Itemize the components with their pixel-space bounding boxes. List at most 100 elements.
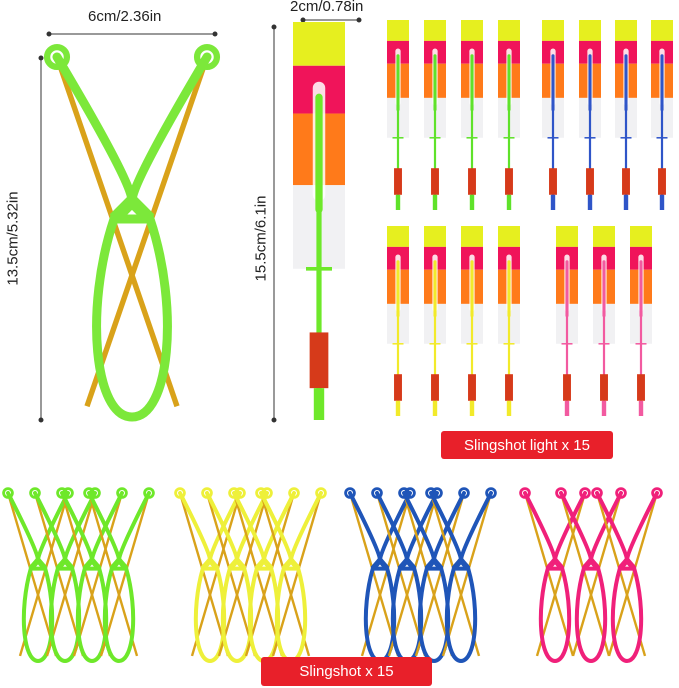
- hook-icon: [201, 487, 213, 499]
- copter: [651, 20, 673, 210]
- slingshot: [398, 487, 470, 664]
- copter-blade-segment: [461, 20, 483, 41]
- copter-blade-segment: [498, 20, 520, 41]
- slingshot: [83, 487, 155, 664]
- slingshot-handle: [48, 566, 82, 664]
- hook-icon: [43, 43, 71, 71]
- rubber-band: [45, 492, 97, 657]
- rubber-band: [375, 492, 427, 657]
- rubber-band: [33, 492, 85, 657]
- slingshot-handle: [363, 566, 397, 664]
- slingshot: [591, 487, 663, 664]
- copter-tag: [549, 168, 557, 195]
- rubber-band: [414, 492, 466, 657]
- copter: [293, 22, 345, 420]
- slingshot-handle: [21, 566, 55, 664]
- copter: [387, 20, 409, 210]
- copter-blade-segment: [651, 20, 673, 41]
- slingshot-handle: [444, 566, 478, 664]
- hook-icon: [651, 487, 663, 499]
- hook-icon: [555, 487, 567, 499]
- copter-tag: [468, 168, 476, 195]
- copter-height-label: 15.5cm/6.1in: [252, 195, 270, 282]
- copter-blade-segment: [630, 226, 652, 247]
- rubber-band: [72, 492, 124, 657]
- copter-tag: [431, 168, 439, 195]
- slingshot-height-label: 13.5cm/5.32in: [4, 191, 22, 286]
- rubber-band: [348, 492, 400, 657]
- slingshot-handle: [538, 566, 572, 664]
- rubber-band: [60, 492, 112, 657]
- rubber-band: [387, 492, 439, 657]
- rubber-band: [360, 492, 412, 657]
- main-slingshot: [43, 43, 221, 422]
- slingshot: [228, 487, 300, 664]
- copter-blade-segment: [293, 22, 345, 66]
- slingshot-width-label: 6cm/2.36in: [88, 8, 162, 25]
- hook-icon: [143, 487, 155, 499]
- copter-blade-segment: [387, 20, 409, 41]
- rubber-band: [18, 492, 70, 657]
- rubber-band: [99, 492, 151, 657]
- hook-icon: [83, 487, 95, 499]
- slingshot-groups: [2, 487, 663, 664]
- copter: [579, 20, 601, 210]
- slingshot-handle: [220, 566, 254, 664]
- copter-tag: [309, 332, 329, 389]
- rubber-band: [190, 492, 242, 657]
- copter-tag: [505, 168, 513, 195]
- slingshot-handle: [247, 566, 281, 664]
- copter-blade-segment: [461, 226, 483, 247]
- copter-tag: [586, 168, 594, 195]
- slingshot-handle: [610, 566, 644, 664]
- copter: [424, 226, 446, 416]
- slingshot-handle: [75, 566, 109, 664]
- copter-tag: [394, 374, 402, 401]
- slingshot: [29, 487, 101, 664]
- slingshot-handle: [193, 566, 227, 664]
- slingshot: [519, 487, 591, 664]
- rubber-band: [205, 492, 257, 657]
- copter-blade-segment: [556, 226, 578, 247]
- slingshot-handle: [102, 566, 136, 664]
- main-copter: [293, 22, 345, 420]
- slingshot-handle: [574, 566, 608, 664]
- slingshot-light-badge: Slingshot light x 15: [441, 431, 613, 459]
- copter: [461, 20, 483, 210]
- rubber-band: [178, 492, 230, 657]
- slingshot-handle: [92, 214, 172, 422]
- hook-icon: [458, 487, 470, 499]
- rubber-band: [571, 492, 623, 657]
- hook-icon: [116, 487, 128, 499]
- copter-blade-segment: [579, 20, 601, 41]
- copter: [498, 20, 520, 210]
- rubber-band: [87, 492, 139, 657]
- rubber-band: [259, 492, 311, 657]
- copter-blade-segment: [387, 226, 409, 247]
- hook-icon: [519, 487, 531, 499]
- slingshot: [425, 487, 497, 664]
- hook-icon: [344, 487, 356, 499]
- copter-tag: [563, 374, 571, 401]
- copter: [556, 226, 578, 416]
- rubber-band: [523, 492, 575, 657]
- copter-tag: [394, 168, 402, 195]
- copter-grid: [387, 20, 673, 416]
- hook-icon: [29, 487, 41, 499]
- copter: [461, 226, 483, 416]
- rubber-band: [54, 56, 180, 408]
- copter: [615, 20, 637, 210]
- copter-blade-segment: [615, 20, 637, 41]
- copter-tag: [468, 374, 476, 401]
- hook-icon: [615, 487, 627, 499]
- rubber-band: [595, 492, 647, 657]
- rubber-band: [441, 492, 493, 657]
- copter-tag: [505, 374, 513, 401]
- slingshot: [255, 487, 327, 664]
- hook-icon: [174, 487, 186, 499]
- hook-icon: [425, 487, 437, 499]
- copter-width-label: 2cm/0.78in: [290, 0, 364, 15]
- copter-blade-segment: [593, 226, 615, 247]
- hook-icon: [485, 487, 497, 499]
- rubber-band: [535, 492, 587, 657]
